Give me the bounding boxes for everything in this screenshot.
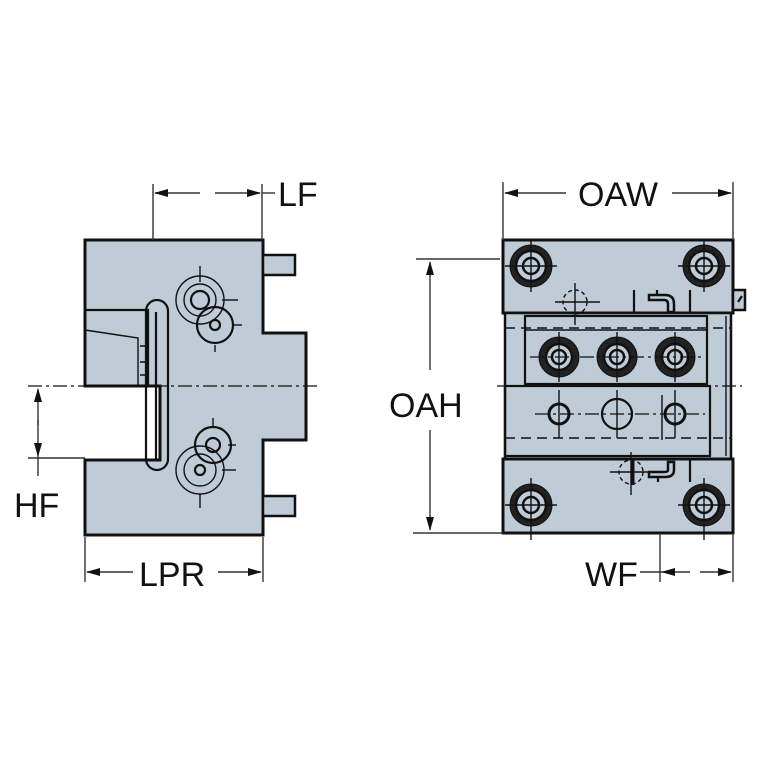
oaw-label: OAW [578, 176, 658, 214]
side-view-bottom-screws [175, 418, 236, 508]
oah-label: OAH [389, 387, 463, 425]
front-view-corner-bolts [505, 240, 730, 540]
coolant-tap-icon [647, 290, 676, 314]
side-view-pin-bottom [261, 494, 297, 518]
coolant-tap-icon [647, 460, 676, 482]
hf-label: HF [14, 487, 59, 525]
front-view-crosshair-bottom [610, 452, 650, 495]
side-view: LF HF LPR [14, 176, 318, 594]
wf-label: WF [585, 556, 638, 594]
front-view: OAW OAH WF [389, 176, 747, 594]
front-view-middle-bolts [530, 332, 705, 382]
corner-bolt-bottom-right [678, 478, 730, 540]
lf-label: LF [278, 176, 318, 214]
side-view-jaw [85, 308, 150, 386]
corner-bolt-bottom-left [505, 478, 557, 540]
lpr-label: LPR [139, 556, 205, 594]
side-view-top-screws [175, 266, 242, 352]
corner-bolt-top-left [505, 240, 557, 292]
front-view-rail-top [523, 314, 709, 386]
front-view-crosshair-top [555, 283, 600, 325]
front-view-lower-holes [535, 390, 705, 440]
side-view-clamp-slot [144, 298, 170, 472]
side-view-pin-top [261, 253, 297, 277]
corner-bolt-top-right [678, 240, 730, 292]
side-view-jaw-taper [84, 329, 139, 386]
